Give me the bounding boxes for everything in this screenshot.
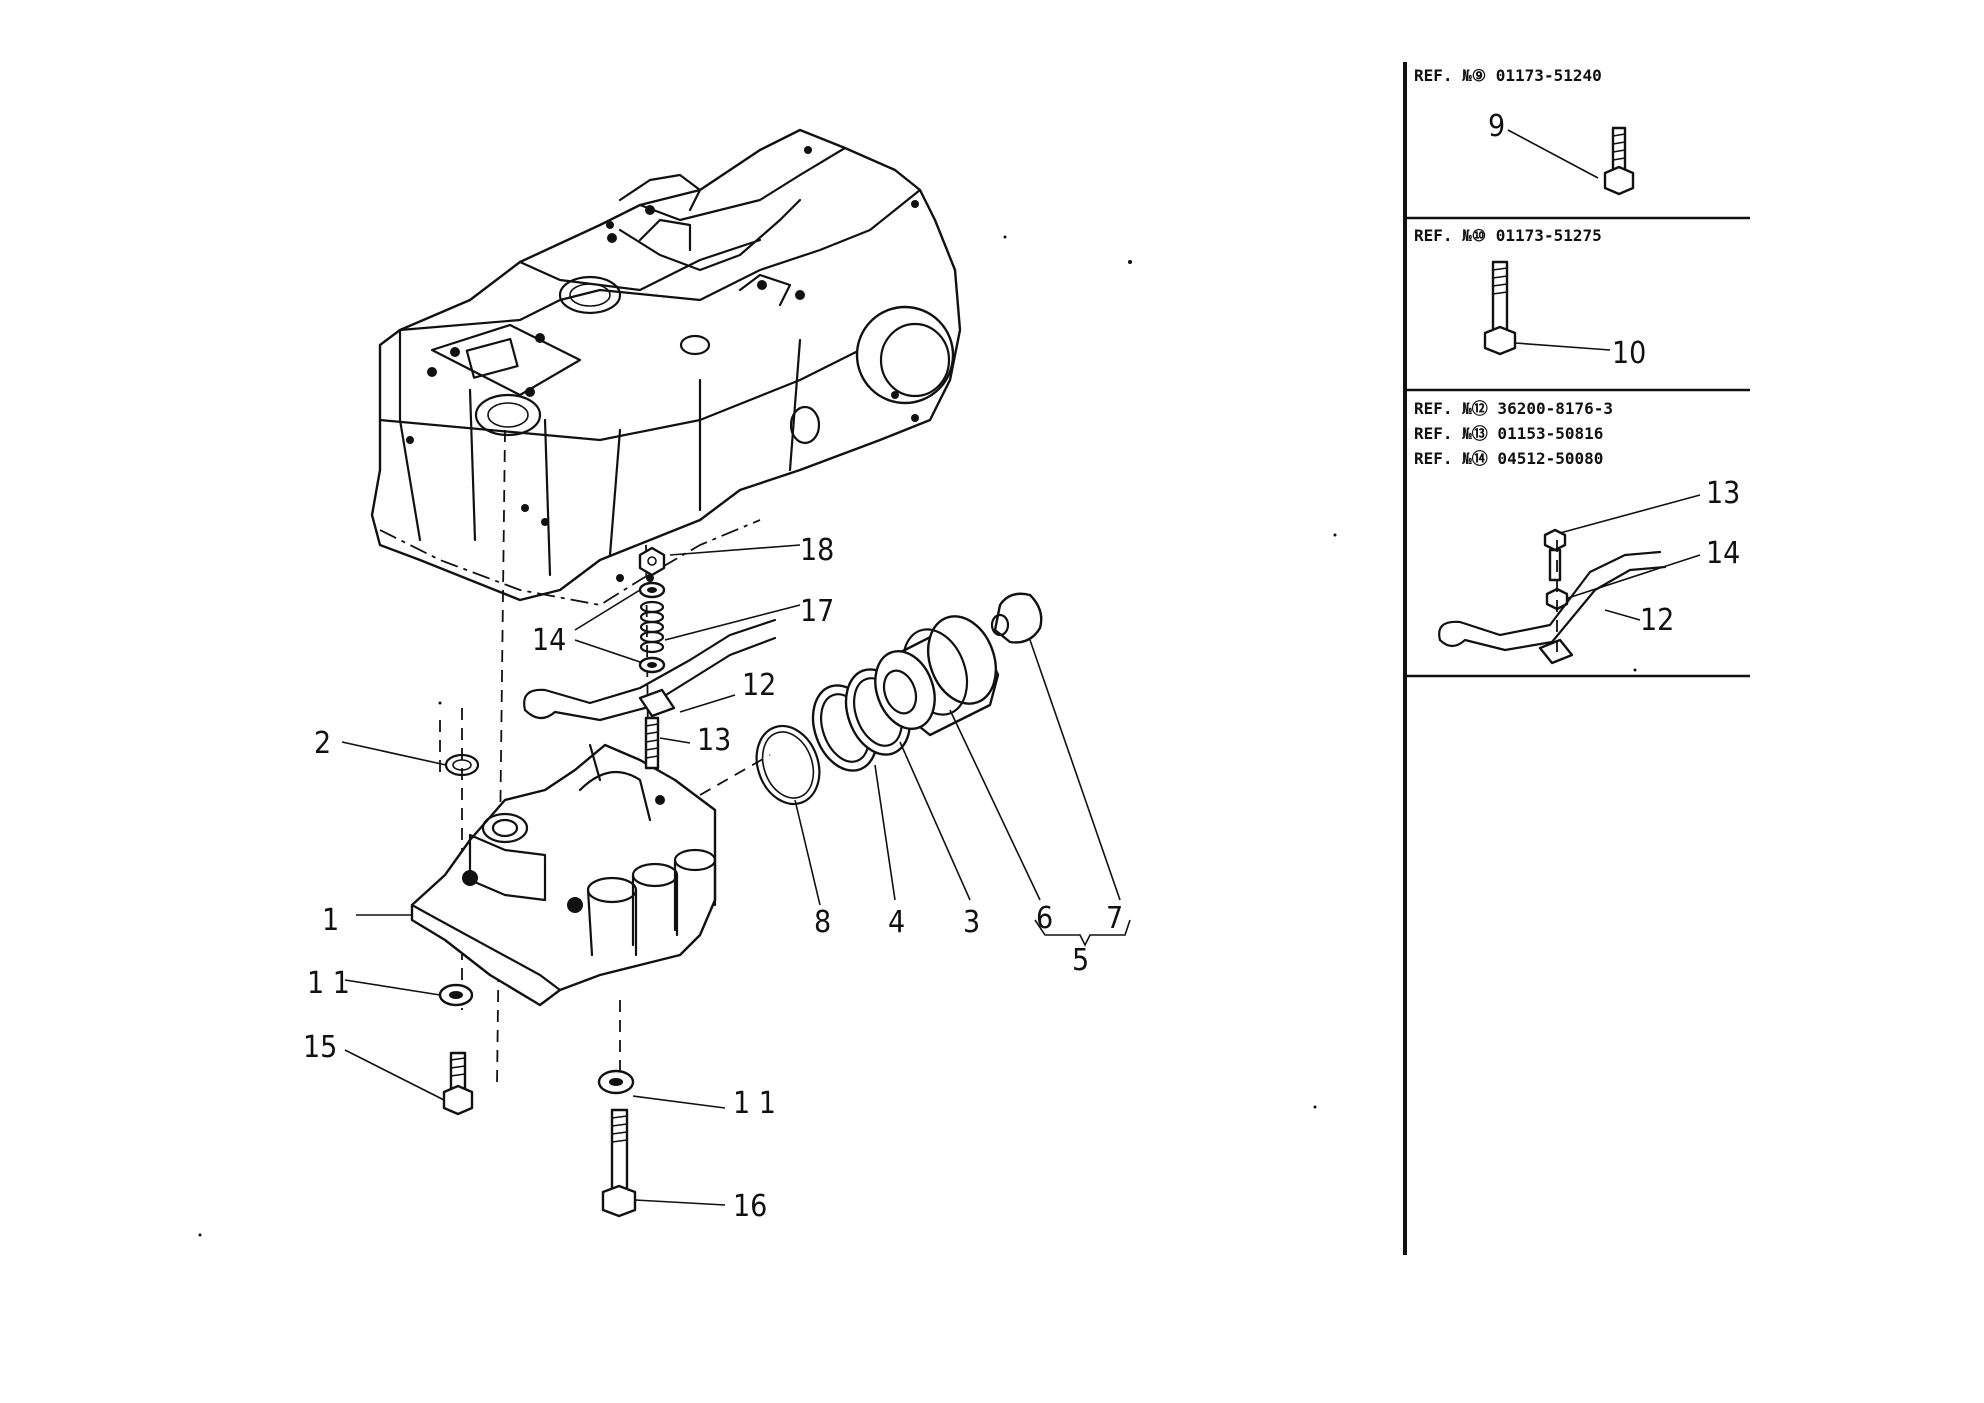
callout-9: 9 [1488,109,1505,144]
callout-17: 17 [800,594,834,629]
callout-14: 14 [532,623,566,658]
nut-part-18 [638,546,666,577]
reference-panel: REF. №⑨ 01173-51240 9 REF. №⑩ 01173-5127… [1403,62,1750,1255]
callout-13: 13 [697,723,731,758]
ref-line-9: REF. №⑨ 01173-51240 [1414,66,1602,85]
leader-lines [341,544,1131,1206]
valve-body-part-1 [410,743,717,1007]
oring-part-8 [755,724,821,806]
cap-part-7 [990,592,1043,644]
ref-line-10: REF. №⑩ 01173-51275 [1414,226,1602,245]
spring-part-17 [639,600,665,654]
callout-16: 16 [733,1189,767,1224]
panel-callout-12: 12 [1640,603,1674,638]
callout-7: 7 [1106,901,1123,936]
panel-callout-14: 14 [1706,536,1740,571]
bolt-part-10 [1483,260,1517,356]
bolt-part-16 [601,1108,637,1218]
piston-part-6 [874,615,1000,737]
panel-pipe-12 [1438,540,1667,665]
washer-part-11 [438,983,635,1095]
pipe-part-12 [523,618,777,722]
scan-specks [198,235,1637,1237]
washer-part-14 [638,581,666,674]
transmission-housing [370,128,962,606]
callout-15: 15 [303,1030,337,1065]
ref-line-12: REF. №⑫ 36200-8176-3 [1414,399,1613,418]
panel-bolt-13 [1543,528,1567,582]
callout-6: 6 [1036,901,1053,936]
callout-11-right: 1 1 [733,1086,776,1121]
callout-numbers: 1 2 1 1 15 1 1 16 13 12 18 17 14 8 4 3 6… [303,533,1123,1224]
callout-1: 1 [322,903,339,938]
callout-4: 4 [888,905,905,940]
callout-8: 8 [814,905,831,940]
ref-line-13: REF. №⑬ 01153-50816 [1414,424,1603,443]
callout-5: 5 [1072,943,1089,978]
panel-callout-13: 13 [1706,476,1740,511]
bolt-part-9 [1603,126,1635,196]
stud-part-13 [644,716,660,770]
callout-11-left: 1 1 [307,966,350,1001]
ref-line-14: REF. №⑭ 04512-50080 [1414,449,1603,468]
callout-2: 2 [314,726,331,761]
bolt-part-15 [442,1051,474,1116]
callout-3: 3 [963,905,980,940]
callout-18: 18 [800,533,834,568]
callout-10: 10 [1612,336,1646,371]
callout-12: 12 [742,668,776,703]
